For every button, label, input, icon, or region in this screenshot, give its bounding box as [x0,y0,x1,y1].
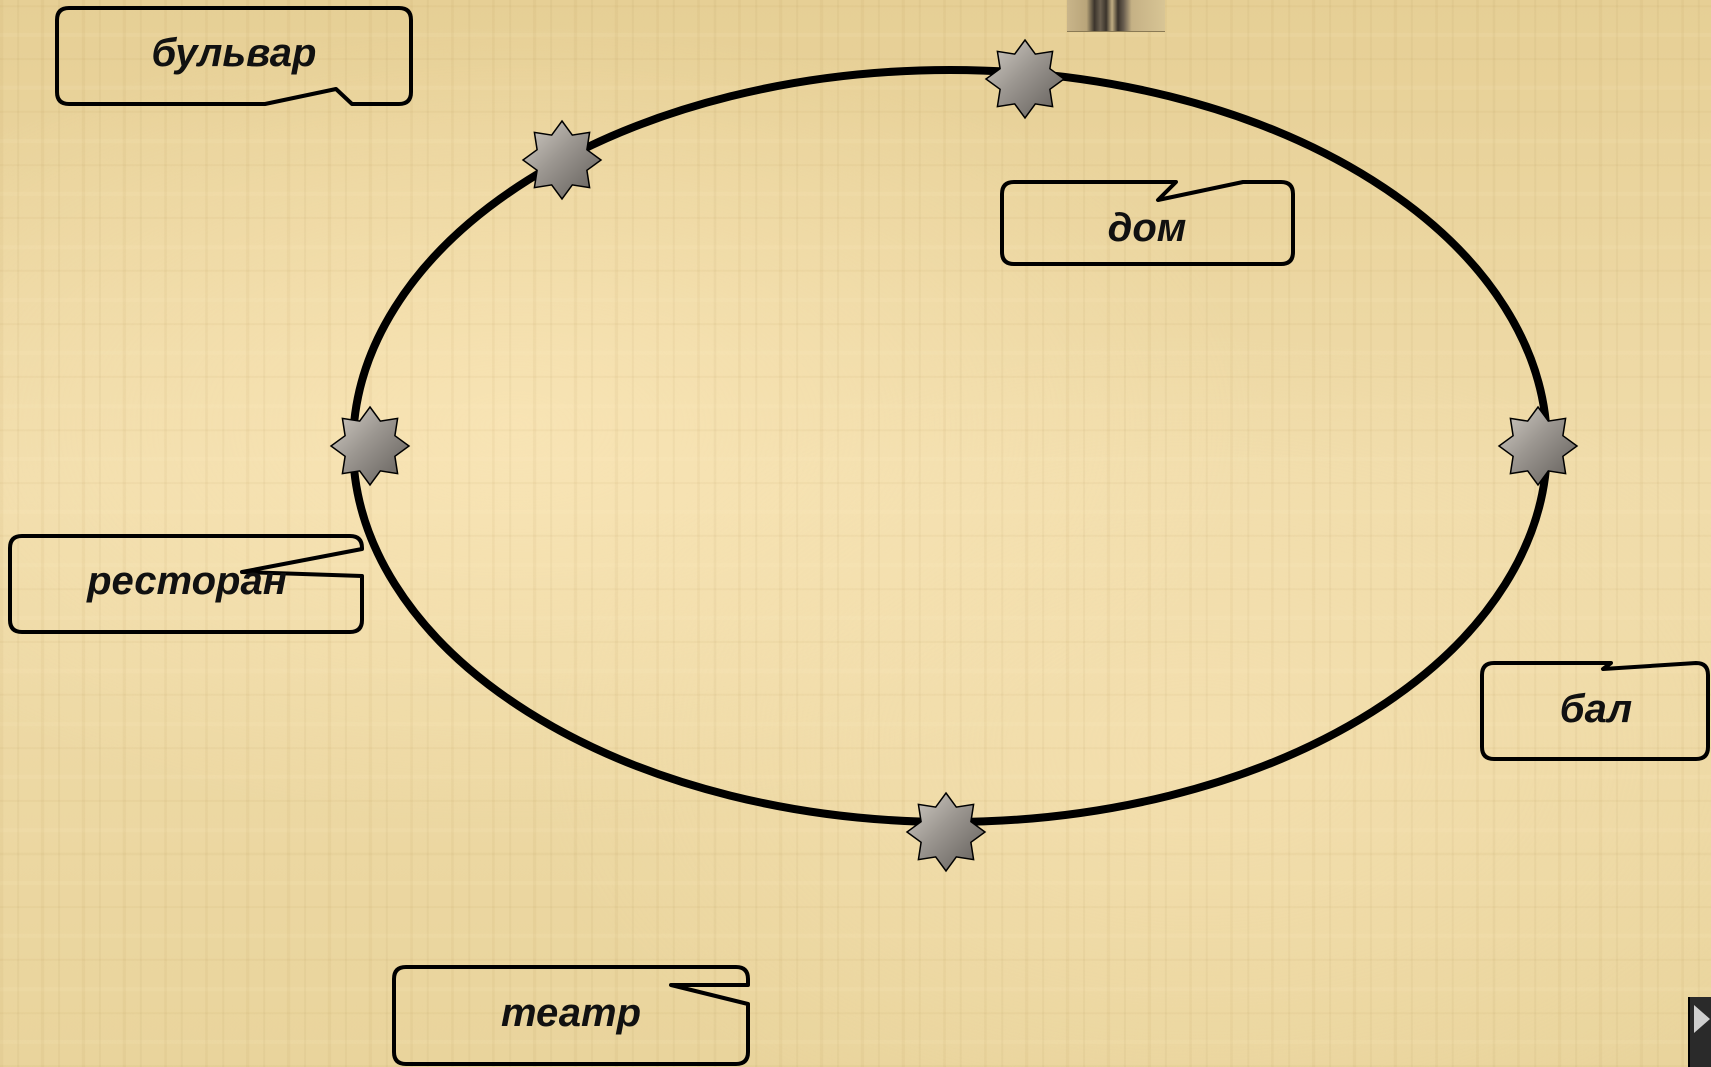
callout-dom[interactable]: дом [1000,180,1295,266]
callout-bal-label: бал [1560,687,1633,731]
star-marker-left [329,405,411,487]
callout-restoran-label: ресторан [86,559,287,603]
callout-restoran-box [8,534,364,634]
callout-teatr[interactable]: театр [392,965,750,1066]
ring-ellipse [349,66,1551,826]
callout-teatr-label: театр [501,991,641,1035]
star-marker-top [984,38,1066,120]
star-marker-bottom [905,791,987,873]
star-marker-right [1497,405,1579,487]
callout-bulvar-box [55,6,413,106]
callout-dom-box [1000,180,1295,266]
star-marker-upper-left [521,119,603,201]
callout-bal-box [1480,661,1710,761]
star-markers [329,38,1579,873]
callout-bulvar[interactable]: бульвар [55,6,413,106]
portrait-photo-icon[interactable] [1067,0,1165,32]
callout-teatr-box [392,965,750,1066]
callout-bal[interactable]: бал [1480,661,1710,761]
callout-dom-label: дом [1108,206,1187,250]
corner-navigation-icon[interactable] [1688,997,1711,1067]
callout-restoran[interactable]: ресторан [8,534,364,634]
callout-bulvar-label: бульвар [152,31,317,75]
